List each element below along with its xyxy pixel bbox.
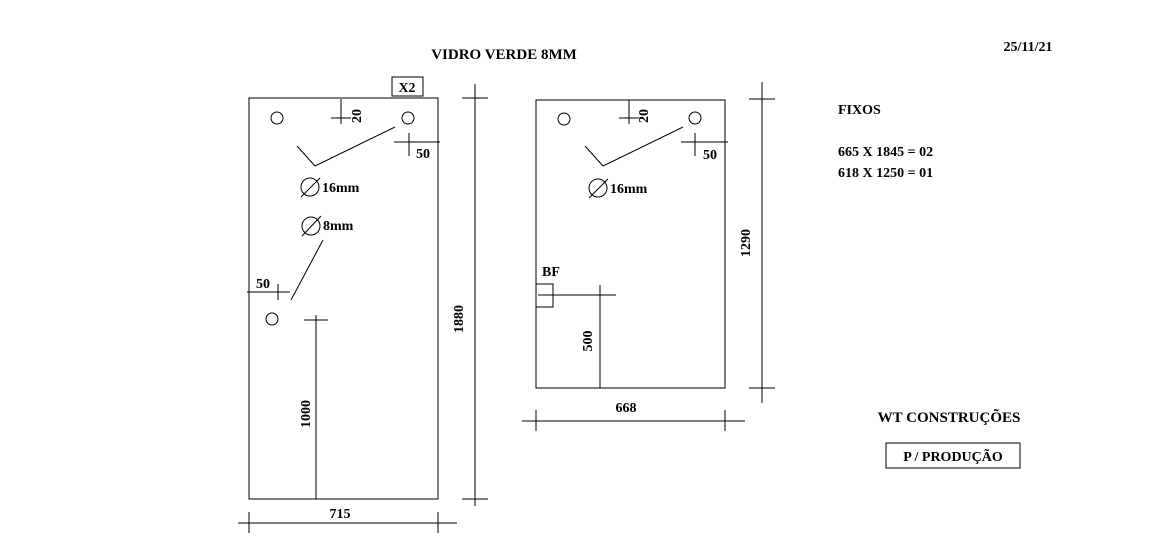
left-vertical-dim-label: 1000: [299, 400, 314, 428]
right-top-offset-label: 20: [637, 109, 652, 123]
left-hole-top-right: [401, 111, 415, 125]
right-width-dim-label: 668: [616, 401, 637, 416]
left-diameter-8mm-icon: [301, 216, 321, 236]
left-leader-16mm-b: [296, 145, 316, 167]
right-vertical-dim-label: 500: [581, 331, 596, 352]
right-panel: 20 50 16mm BF 500 1290 668: [522, 82, 775, 431]
notes-line-1: 665 X 1845 = 02: [838, 145, 933, 160]
left-width-dim-label: 715: [330, 507, 351, 522]
quantity-badge: X2: [398, 81, 415, 96]
left-hole-top-left: [270, 111, 284, 125]
right-hole-large-label: 16mm: [610, 182, 648, 197]
left-hole-large-label: 16mm: [322, 181, 360, 196]
notes-heading: FIXOS: [838, 103, 881, 118]
left-top-offset-label: 20: [350, 109, 365, 123]
company-name: WT CONSTRUÇÕES: [878, 408, 1021, 426]
left-panel-outline: [248, 97, 439, 500]
right-leader-16mm-b: [584, 145, 604, 167]
left-left-offset-label: 50: [256, 277, 270, 292]
drawing-date: 25/11/21: [1003, 40, 1052, 55]
right-diameter-16mm-icon: [588, 178, 608, 198]
left-diameter-16mm-slash: [300, 177, 321, 198]
right-panel-outline: [535, 99, 726, 389]
right-lock-label: BF: [542, 265, 560, 280]
quantity-badge-box: [391, 76, 424, 97]
right-leader-16mm-a: [602, 126, 684, 167]
right-height-dim-label: 1290: [739, 229, 754, 257]
production-stamp-box: [885, 442, 1021, 469]
right-diameter-16mm-slash: [588, 178, 609, 199]
left-leader-8mm: [290, 239, 324, 301]
right-hole-top-right: [688, 111, 702, 125]
left-hole-lower: [265, 312, 279, 326]
production-stamp: P / PRODUÇÃO: [903, 447, 1003, 465]
left-panel: 20 50 16mm 8mm 50 1000 1880 7: [238, 84, 488, 533]
left-diameter-16mm-icon: [300, 177, 320, 197]
notes-line-2: 618 X 1250 = 01: [838, 166, 933, 181]
left-height-dim-label: 1880: [452, 305, 467, 333]
left-side-offset-label: 50: [416, 147, 430, 162]
left-hole-small-label: 8mm: [323, 219, 354, 234]
right-side-offset-label: 50: [703, 148, 717, 163]
right-hole-top-left: [557, 112, 571, 126]
drawing-title: VIDRO VERDE 8MM: [431, 47, 577, 63]
left-leader-16mm-a: [314, 126, 396, 167]
left-diameter-8mm-slash: [301, 215, 322, 237]
